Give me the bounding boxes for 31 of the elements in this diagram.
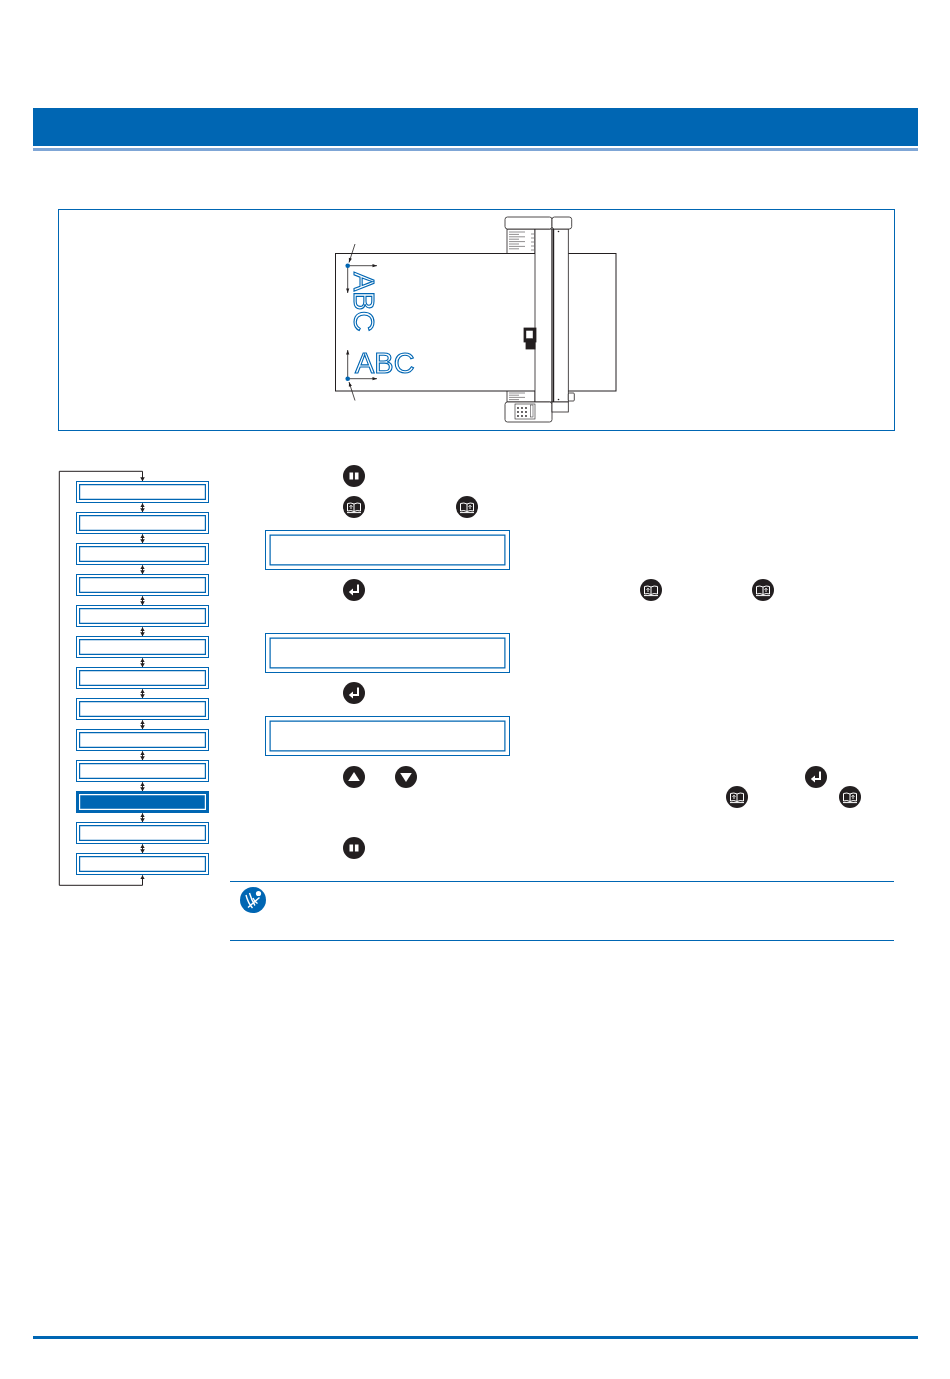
lcd-display bbox=[265, 632, 510, 673]
double-arrow bbox=[140, 502, 145, 513]
menu-entry bbox=[76, 698, 209, 721]
menu-entry bbox=[76, 574, 209, 597]
double-arrow bbox=[140, 595, 145, 606]
loop-arrow bbox=[58, 470, 145, 886]
menu-entry bbox=[76, 481, 209, 504]
double-arrow bbox=[140, 812, 145, 823]
menu-entry bbox=[76, 636, 209, 659]
double-arrow bbox=[140, 719, 145, 730]
double-arrow bbox=[140, 533, 145, 544]
double-arrow bbox=[140, 657, 145, 668]
selected-menu-entry bbox=[76, 791, 209, 814]
sample-lettering: ABC bbox=[355, 346, 415, 379]
double-arrow bbox=[140, 750, 145, 761]
lcd-display bbox=[265, 716, 510, 756]
menu-entry bbox=[76, 729, 209, 752]
menu-entry bbox=[76, 512, 209, 535]
menu-entry bbox=[76, 543, 209, 566]
double-arrow bbox=[140, 688, 145, 699]
double-arrow bbox=[140, 843, 145, 854]
menu-entry bbox=[76, 605, 209, 628]
sample-lettering: ABC bbox=[347, 272, 380, 332]
menu-entry bbox=[76, 667, 209, 690]
double-arrow bbox=[140, 781, 145, 792]
menu-entry bbox=[76, 822, 209, 845]
lcd-display bbox=[265, 530, 510, 570]
menu-entry bbox=[76, 760, 209, 783]
menu-entry bbox=[76, 853, 209, 876]
double-arrow bbox=[140, 626, 145, 637]
double-arrow bbox=[140, 564, 145, 575]
